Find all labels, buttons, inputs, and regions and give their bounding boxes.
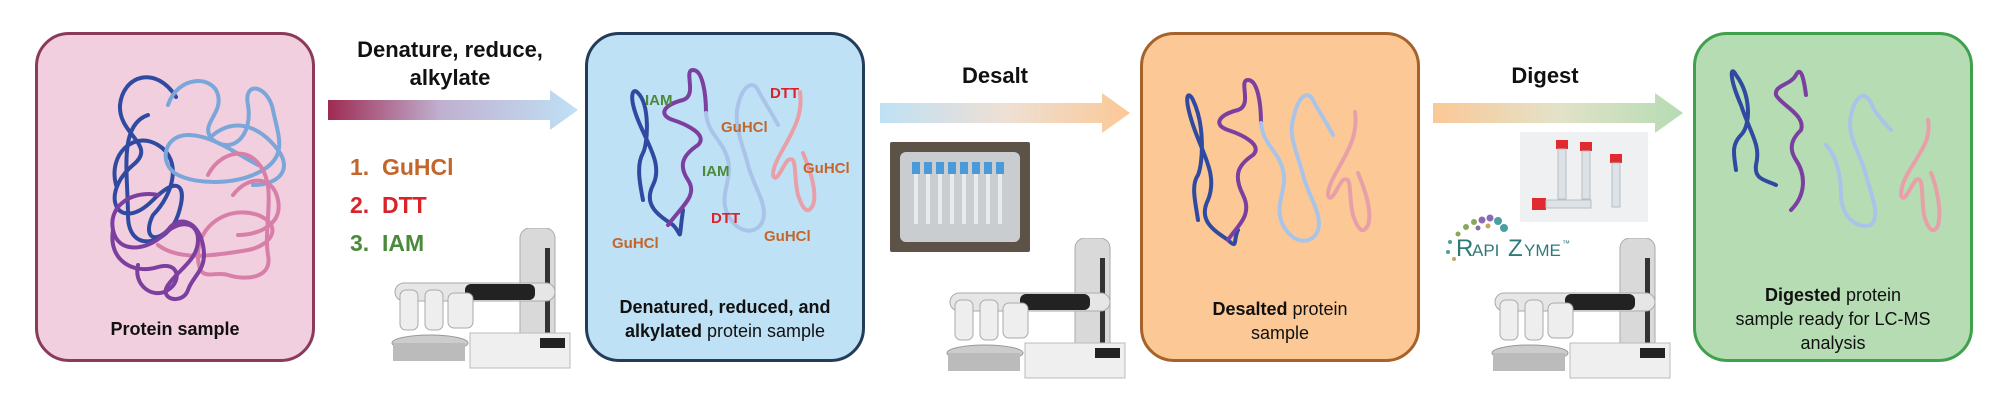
svg-text:™: ™ <box>1562 239 1570 248</box>
unfolded-protein-chains-icon <box>630 68 817 237</box>
step-label-desalt: Desalt <box>961 63 1029 88</box>
step-label-digest: Digest <box>1511 63 1579 88</box>
svg-text:YME: YME <box>1524 241 1561 260</box>
svg-text:Z: Z <box>1508 235 1523 262</box>
desalting-columns-photo <box>890 142 1030 252</box>
tag-guhcl: GuHCl <box>721 119 768 136</box>
denatured-sample-box: IAM DTT GuHCl IAM GuHCl DTT GuHCl GuHCl … <box>585 32 865 362</box>
protein-sample-caption: Protein sample <box>110 319 240 339</box>
reagent-item: 1. GuHCl <box>350 154 454 180</box>
denatured-caption: Denatured, reduced, and alkylated protei… <box>619 297 831 341</box>
tag-dtt: DTT <box>770 85 800 102</box>
svg-text:API: API <box>1472 241 1499 260</box>
tag-guhcl: GuHCl <box>803 160 850 177</box>
reagent-item: 2. DTT <box>350 192 427 218</box>
liquid-handler-robot-icon <box>946 238 1126 379</box>
reagent-list: 1. GuHCl 2. DTT 3. IAM <box>350 148 454 262</box>
reagent-item: 3. IAM <box>350 230 425 256</box>
digested-caption: Digested protein sample ready for LC-MS … <box>1735 285 1931 353</box>
rapizyme-logo: R API Z YME ™ <box>1446 214 1570 262</box>
tag-guhcl: GuHCl <box>764 228 811 245</box>
arrow-desalt <box>880 93 1130 133</box>
digested-sample-box: Digested protein sample ready for LC-MS … <box>1693 32 1973 362</box>
tag-guhcl: GuHCl <box>612 235 659 252</box>
tag-iam: IAM <box>702 163 730 180</box>
arrow-denature <box>328 90 578 130</box>
tangled-protein-icon <box>110 75 286 301</box>
arrow-digest <box>1433 93 1683 133</box>
liquid-handler-robot-icon <box>1491 238 1671 379</box>
desalted-caption: Desalted protein sample <box>1212 299 1348 343</box>
step-label-denature-line2: alkylate <box>409 65 491 90</box>
digested-protein-fragments-icon <box>1729 69 1942 233</box>
step-label-denature: Denature, reduce, alkylate <box>325 36 575 92</box>
tag-dtt: DTT <box>711 210 741 227</box>
digestion-tubes-photo <box>1520 132 1648 222</box>
logo-text: R <box>1456 235 1473 262</box>
protein-sample-box: Protein sample <box>35 32 315 362</box>
unfolded-protein-chains-icon <box>1185 78 1372 247</box>
tag-iam: IAM <box>645 92 673 109</box>
liquid-handler-robot-icon <box>391 228 571 369</box>
step-label-denature-line1: Denature, reduce, <box>357 37 543 62</box>
desalted-sample-box: Desalted protein sample <box>1140 32 1420 362</box>
